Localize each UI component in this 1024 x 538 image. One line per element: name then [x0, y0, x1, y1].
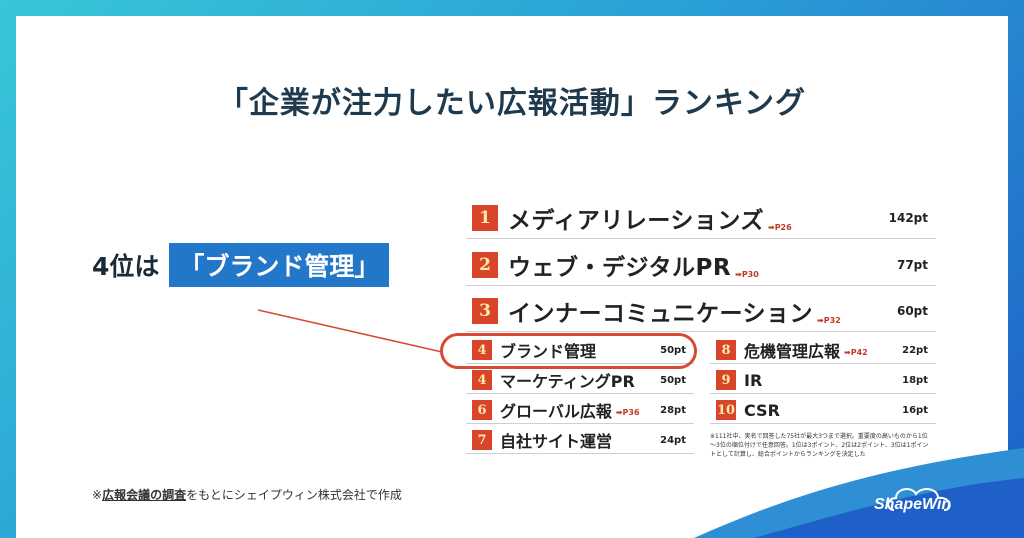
rank-number: 3 — [472, 298, 498, 324]
rank-number: 2 — [472, 252, 498, 278]
ranking-row: 4 ブランド管理 50pt — [466, 337, 694, 364]
callout: 4位は 「ブランド管理」 — [92, 243, 390, 287]
ranking-panel: 1 メディアリレーションズ ➡P26 142pt 2 ウェブ・デジタルPR ➡P… — [466, 196, 936, 462]
rank-points: 50pt — [660, 374, 686, 386]
rank-number: 10 — [716, 400, 736, 420]
ranking-row: 8 危機管理広報 ➡P42 22pt — [710, 337, 936, 364]
rank-number: 1 — [472, 205, 498, 231]
rank-name: ウェブ・デジタルPR — [508, 255, 732, 281]
page-ref: ➡P36 — [615, 408, 640, 417]
page-ref: ➡P30 — [735, 270, 759, 279]
rank-points: 77pt — [896, 258, 928, 272]
rank-name: ブランド管理 — [500, 342, 597, 361]
ranking-row: 10 CSR 16pt — [710, 397, 936, 424]
rank-points: 50pt — [660, 344, 686, 356]
ranking-row: 9 IR 18pt — [710, 367, 936, 394]
rank-name: 危機管理広報 — [744, 342, 841, 361]
rank-name: インナーコミュニケーション — [508, 301, 814, 327]
ranking-row: 4 マーケティングPR 50pt — [466, 367, 694, 394]
rank-name: グローバル広報 — [500, 402, 612, 421]
rank-name: メディアリレーションズ — [508, 208, 764, 234]
footnote-text: をもとにシェイプウィン株式会社で作成 — [186, 488, 402, 502]
ranking-row: 7 自社サイト運営 24pt — [466, 427, 694, 454]
rank-name: マーケティングPR — [500, 372, 635, 391]
rank-number: 8 — [716, 340, 736, 360]
rank-points: 28pt — [660, 404, 686, 416]
rank-points: 24pt — [660, 434, 686, 446]
ranking-row: 2 ウェブ・デジタルPR ➡P30 77pt — [466, 245, 936, 286]
ranking-row: 1 メディアリレーションズ ➡P26 142pt — [466, 198, 936, 239]
rank-points: 18pt — [902, 374, 928, 386]
rank-number: 9 — [716, 370, 736, 390]
rank-points: 22pt — [902, 344, 928, 356]
rank-number: 4 — [472, 370, 492, 390]
page-ref: ➡P32 — [817, 316, 841, 325]
rank-name: 自社サイト運営 — [500, 432, 613, 451]
page-title: 「企業が注力したい広報活動」ランキング — [217, 86, 807, 121]
brand-logo: ShapeWin — [874, 496, 952, 513]
callout-highlight: 「ブランド管理」 — [169, 243, 390, 287]
survey-note: ※111社中、実名で回答した75社が最大3つまで選択。重要度の高いものから1位～… — [710, 433, 929, 458]
footnote-mark: ※ — [92, 488, 103, 502]
callout-prefix: 4位は — [92, 252, 160, 281]
ranking-row: 6 グローバル広報 ➡P36 28pt — [466, 397, 694, 424]
footnote-source: 広報会議の調査 — [102, 488, 187, 502]
highlight-circle — [440, 333, 697, 369]
rank-points: 142pt — [888, 211, 928, 225]
ranking-row: 3 インナーコミュニケーション ➡P32 60pt — [466, 291, 936, 332]
rank-number: 6 — [472, 400, 492, 420]
rank-number: 7 — [472, 430, 492, 450]
rank-points: 16pt — [902, 404, 928, 416]
page-ref: ➡P26 — [767, 223, 792, 232]
rank-points: 60pt — [896, 304, 928, 318]
source-footnote: ※広報会議の調査をもとにシェイプウィン株式会社で作成 — [92, 486, 402, 503]
cloud-icon — [887, 488, 951, 511]
rank-number: 4 — [472, 340, 492, 360]
rank-name: CSR — [744, 400, 780, 420]
rank-name: IR — [744, 370, 763, 390]
page-ref: ➡P42 — [844, 348, 868, 357]
